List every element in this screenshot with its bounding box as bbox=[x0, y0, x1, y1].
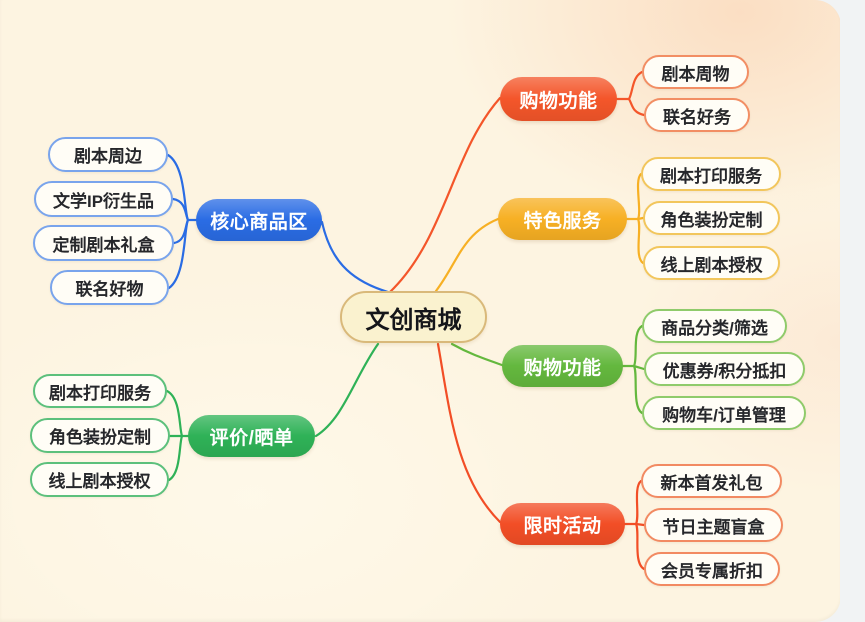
edge-center-reviews bbox=[314, 342, 380, 438]
edge-reviews-child1 bbox=[165, 389, 184, 438]
child-node[interactable]: 剧本周边 bbox=[48, 137, 168, 172]
edge-shopright-child2 bbox=[632, 364, 646, 371]
child-node[interactable]: 定制剧本礼盒 bbox=[33, 225, 174, 261]
edge-shoptop-child1 bbox=[627, 70, 644, 101]
central-topic-node[interactable]: 文创商城 bbox=[340, 291, 487, 343]
edge-limited-child3 bbox=[634, 522, 646, 571]
edge-featured-child3 bbox=[636, 217, 645, 265]
window-right-gutter bbox=[840, 0, 865, 622]
edge-core-child4 bbox=[167, 218, 190, 290]
edge-center-featured-services bbox=[434, 217, 500, 293]
edge-shopright-child3 bbox=[632, 364, 644, 415]
edge-shoptop-child2 bbox=[627, 97, 646, 117]
child-node[interactable]: 文学IP衍生品 bbox=[34, 181, 173, 217]
edge-limited-child1 bbox=[634, 479, 643, 526]
branch-node-shopping-top[interactable]: 购物功能 bbox=[500, 77, 617, 121]
child-node[interactable]: 联名好物 bbox=[50, 270, 169, 305]
branch-node-core-products[interactable]: 核心商品区 bbox=[196, 199, 322, 241]
edge-core-child1 bbox=[166, 153, 190, 222]
child-node[interactable]: 节日主题盲盒 bbox=[644, 508, 783, 542]
edge-core-child2 bbox=[171, 197, 190, 222]
edge-center-limited-events bbox=[436, 342, 502, 524]
child-node[interactable]: 剧本周物 bbox=[642, 55, 749, 89]
child-node[interactable]: 新本首发礼包 bbox=[641, 464, 782, 498]
child-node[interactable]: 剧本打印服务 bbox=[33, 374, 167, 408]
edge-core-child3 bbox=[172, 218, 190, 245]
child-node[interactable]: 线上剧本授权 bbox=[643, 246, 780, 280]
branch-node-featured-services[interactable]: 特色服务 bbox=[498, 198, 627, 240]
child-node[interactable]: 联名好务 bbox=[644, 98, 750, 132]
child-node[interactable]: 会员专属折扣 bbox=[644, 552, 780, 586]
edge-reviews-child3 bbox=[167, 434, 184, 482]
edge-limited-child2 bbox=[634, 522, 646, 527]
child-node[interactable]: 角色装扮定制 bbox=[643, 201, 780, 235]
edge-center-core-products bbox=[320, 220, 390, 294]
edge-shopright-child1 bbox=[632, 324, 644, 368]
child-node[interactable]: 剧本打印服务 bbox=[641, 157, 781, 191]
edge-center-shopping-right bbox=[450, 342, 504, 367]
child-node[interactable]: 角色装扮定制 bbox=[30, 418, 170, 453]
branch-node-limited-events[interactable]: 限时活动 bbox=[500, 503, 625, 545]
branch-node-shopping-right[interactable]: 购物功能 bbox=[502, 345, 623, 387]
edge-featured-child1 bbox=[636, 172, 643, 221]
branch-node-reviews[interactable]: 评价/晒单 bbox=[188, 415, 315, 457]
edge-center-shopping-top bbox=[388, 96, 502, 294]
child-node[interactable]: 购物车/订单管理 bbox=[642, 396, 806, 430]
child-node[interactable]: 线上剧本授权 bbox=[30, 462, 169, 497]
mindmap-canvas: 文创商城 核心商品区 剧本周边 文学IP衍生品 定制剧本礼盒 联名好物 评价/晒… bbox=[0, 0, 841, 622]
child-node[interactable]: 优惠券/积分抵扣 bbox=[644, 352, 805, 386]
child-node[interactable]: 商品分类/筛选 bbox=[642, 309, 787, 343]
